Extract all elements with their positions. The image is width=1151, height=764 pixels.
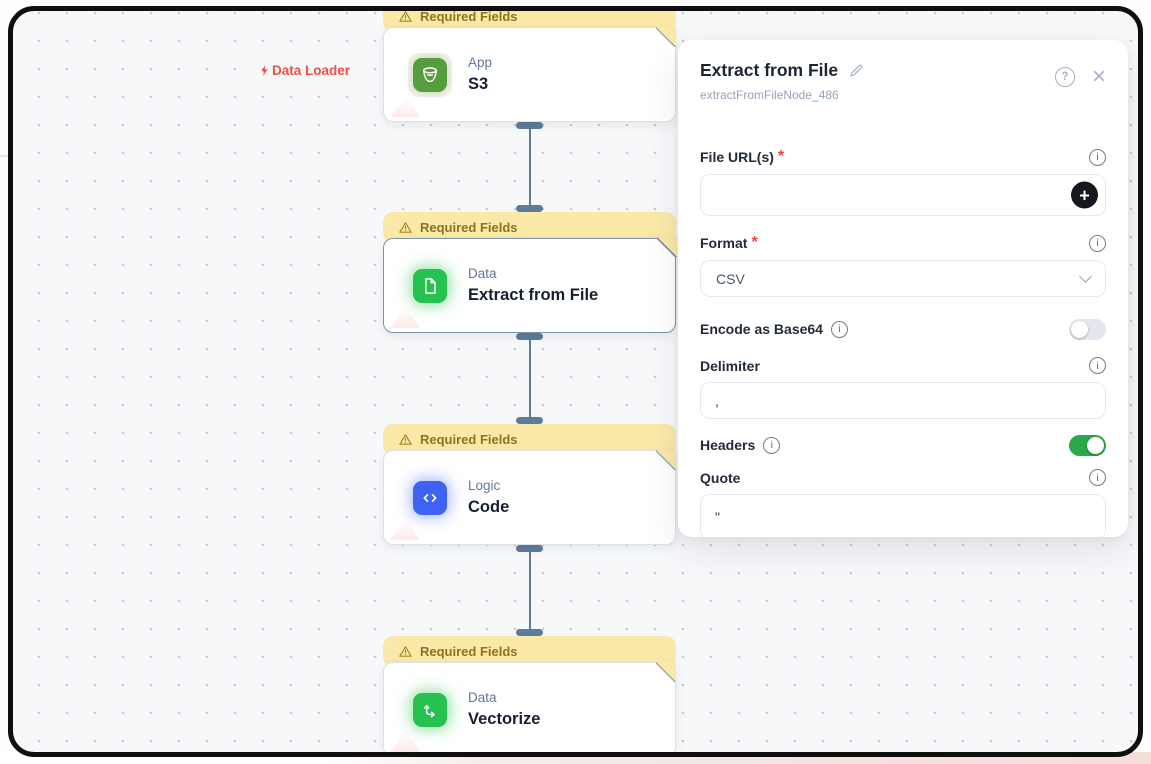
connector-extract-to-code (516, 333, 543, 424)
node-title: S3 (468, 75, 489, 93)
node-card-extract-from-file[interactable]: Data Extract from File (383, 237, 677, 333)
node-card-vectorize[interactable]: Data Vectorize (383, 662, 676, 752)
info-icon[interactable]: i (1089, 234, 1106, 252)
card-notch (656, 237, 677, 258)
connector-s3-to-extract (516, 122, 543, 212)
node-icon-plate (408, 688, 452, 732)
warning-triangle-icon (399, 434, 412, 445)
required-marker: * (777, 148, 785, 165)
info-icon[interactable]: i (830, 320, 848, 338)
encode-base64-toggle[interactable] (1069, 318, 1106, 340)
banner-label: Required Fields (420, 644, 518, 659)
warning-triangle-icon (399, 222, 412, 233)
add-file-url-button[interactable]: + (1071, 181, 1098, 209)
input-port[interactable] (516, 417, 543, 424)
info-icon[interactable]: i (1089, 469, 1106, 486)
node-icon-plate (408, 52, 452, 97)
info-icon[interactable]: i (1089, 148, 1106, 166)
app-window: Data Loader Required Fields App S3 (8, 6, 1143, 757)
format-selected-value: CSV (716, 270, 745, 287)
node-category: Data (468, 690, 497, 705)
info-icon[interactable]: i (763, 436, 781, 454)
headers-toggle[interactable] (1069, 434, 1106, 456)
panel-header: Extract from File extractFromFileNode_48… (678, 40, 1128, 102)
banner-label: Required Fields (420, 9, 518, 24)
data-loader-text: Data Loader (272, 63, 351, 78)
file-urls-input[interactable] (700, 174, 1106, 216)
node-category: Logic (468, 478, 501, 493)
panel-fields: File URL(s) * i + Format * i (678, 148, 1128, 537)
quote-input[interactable] (700, 494, 1106, 537)
page-background-line (0, 155, 9, 157)
close-icon[interactable]: × (1091, 63, 1106, 90)
output-port[interactable] (516, 333, 543, 340)
banner-label: Required Fields (420, 220, 518, 235)
data-loader-label[interactable]: Data Loader (258, 63, 350, 78)
edit-pencil-icon[interactable] (848, 63, 864, 79)
file-document-icon (413, 268, 447, 303)
encode-base64-label: Encode as Base64 (700, 321, 823, 337)
panel-title: Extract from File (700, 60, 839, 80)
file-urls-label: File URL(s) (700, 149, 774, 165)
headers-label: Headers (700, 437, 756, 453)
node-category: Data (468, 266, 497, 281)
quote-label: Quote (700, 469, 741, 486)
delimiter-input[interactable] (700, 382, 1106, 419)
node-card-s3[interactable]: App S3 (383, 27, 676, 122)
help-icon[interactable]: ? (1054, 67, 1075, 87)
format-select[interactable]: CSV (700, 260, 1106, 297)
node-card-code[interactable]: Logic Code (383, 450, 676, 545)
card-notch (656, 450, 676, 470)
vectorize-arrows-icon (413, 692, 447, 727)
s3-bucket-icon (413, 57, 447, 92)
info-icon[interactable]: i (1089, 357, 1106, 374)
connector-line (528, 552, 531, 629)
warning-triangle-icon (399, 646, 412, 657)
node-group-s3: Required Fields App S3 (383, 9, 676, 122)
output-port[interactable] (516, 545, 543, 552)
banner-label: Required Fields (420, 432, 518, 447)
node-icon-plate (408, 476, 452, 520)
card-notch (656, 662, 676, 682)
output-port[interactable] (516, 122, 543, 129)
node-group-extract-from-file: Required Fields Data Extract from File (383, 212, 677, 333)
code-brackets-icon (413, 480, 447, 515)
connector-line (528, 129, 531, 205)
connector-code-to-vectorize (516, 545, 543, 636)
required-marker: * (751, 234, 758, 251)
node-config-panel: Extract from File extractFromFileNode_48… (678, 40, 1128, 537)
card-notch (656, 27, 676, 47)
lightning-bolt-icon (258, 63, 271, 78)
warning-triangle-icon (399, 11, 412, 22)
node-title: Extract from File (468, 286, 599, 304)
node-title: Code (468, 498, 510, 516)
input-port[interactable] (516, 629, 543, 636)
input-port[interactable] (516, 205, 543, 212)
node-icon-plate (408, 264, 452, 308)
delimiter-label: Delimiter (700, 357, 760, 374)
node-title: Vectorize (468, 710, 541, 728)
format-label: Format (700, 235, 748, 251)
node-group-code: Required Fields Logic Code (383, 424, 676, 545)
node-id: extractFromFileNode_486 (700, 88, 839, 102)
chevron-down-icon (1079, 270, 1092, 283)
node-category: App (468, 55, 493, 70)
connector-line (528, 340, 531, 417)
node-group-vectorize: Required Fields Data Vectorize (383, 636, 676, 752)
